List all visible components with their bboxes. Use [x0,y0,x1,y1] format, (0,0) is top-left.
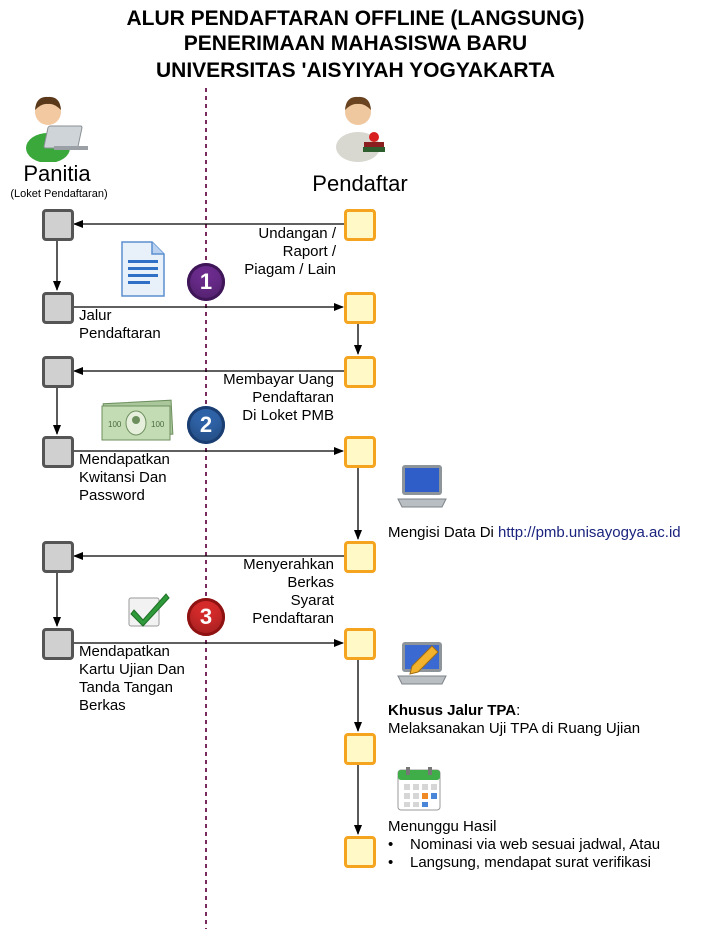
pendaftar-step-4 [344,436,376,468]
step-badge-1: 1 [187,263,225,301]
checkmark-icon [128,593,170,627]
laptop-icon [397,465,447,508]
pendaftar-step-2 [344,292,376,324]
step-kwitansi-label: Mendapatkan Kwitansi Dan Password [79,451,170,504]
laptop-pencil-icon [397,642,447,685]
step-menyerahkan-label: Menyerahkan Berkas Syarat Pendaftaran [243,556,334,627]
step-undangan-label: Undangan / Raport / Piagam / Lain [244,225,336,278]
document-icon [121,241,165,297]
pendaftar-step-8 [344,836,376,868]
panitia-step-5 [42,541,74,573]
pendaftar-step-1 [344,209,376,241]
step-mengisi-prefix: Mengisi Data Di [388,524,499,541]
page-title-line-1: ALUR PENDAFTARAN OFFLINE (LANGSUNG) [126,7,585,30]
page-title-line-3: UNIVERSITAS 'AISYIYAH YOGYAKARTA [155,59,556,82]
hasil-bullet-2: •Langsung, mendapat surat verifikasi [388,854,651,871]
step-tpa-colon: : [516,702,521,719]
hasil-bullet-1: •Nominasi via web sesuai jadwal, Atau [388,836,661,853]
student-books-icon [336,96,385,162]
step-badge-3: 3 [187,598,225,636]
step-tpa-title: Khusus Jalur TPA: [388,702,520,720]
pendaftar-step-5 [344,541,376,573]
svg-text:100: 100 [151,420,165,429]
step-mengisi-label: Mengisi Data Di http://pmb.unisayogya.ac… [388,524,681,542]
step-jalur-label: Jalur Pendaftaran [79,307,161,342]
panitia-step-4 [42,436,74,468]
panitia-step-6 [42,628,74,660]
step-hasil-label: Menunggu Hasil [388,818,497,835]
page-title-line-2: PENERIMAAN MAHASISWA BARU [183,32,528,55]
pendaftar-step-3 [344,356,376,388]
panitia-step-1 [42,209,74,241]
pendaftar-step-7 [344,733,376,765]
step-badge-2: 2 [187,406,225,444]
pmb-website-link[interactable]: http://pmb.unisayogya.ac.id [498,524,681,541]
panitia-step-3 [42,356,74,388]
actor-panitia-name: Panitia [23,161,91,186]
money-icon: 100 100 [101,399,174,441]
step-tpa-bold: Khusus Jalur TPA [388,702,517,719]
step-kartu-label: Mendapatkan Kartu Ujian Dan Tanda Tangan… [79,643,185,714]
panitia-step-2 [42,292,74,324]
actor-pendaftar-name: Pendaftar [312,171,408,196]
person-laptop-icon [26,96,88,162]
calendar-icon [397,767,441,811]
step-membayar-label: Membayar Uang Pendaftaran Di Loket PMB [223,371,334,424]
svg-text:100: 100 [108,420,122,429]
actor-panitia-sub: (Loket Pendaftaran) [10,188,108,200]
pendaftar-step-6 [344,628,376,660]
step-tpa-desc: Melaksanakan Uji TPA di Ruang Ujian [388,720,641,737]
